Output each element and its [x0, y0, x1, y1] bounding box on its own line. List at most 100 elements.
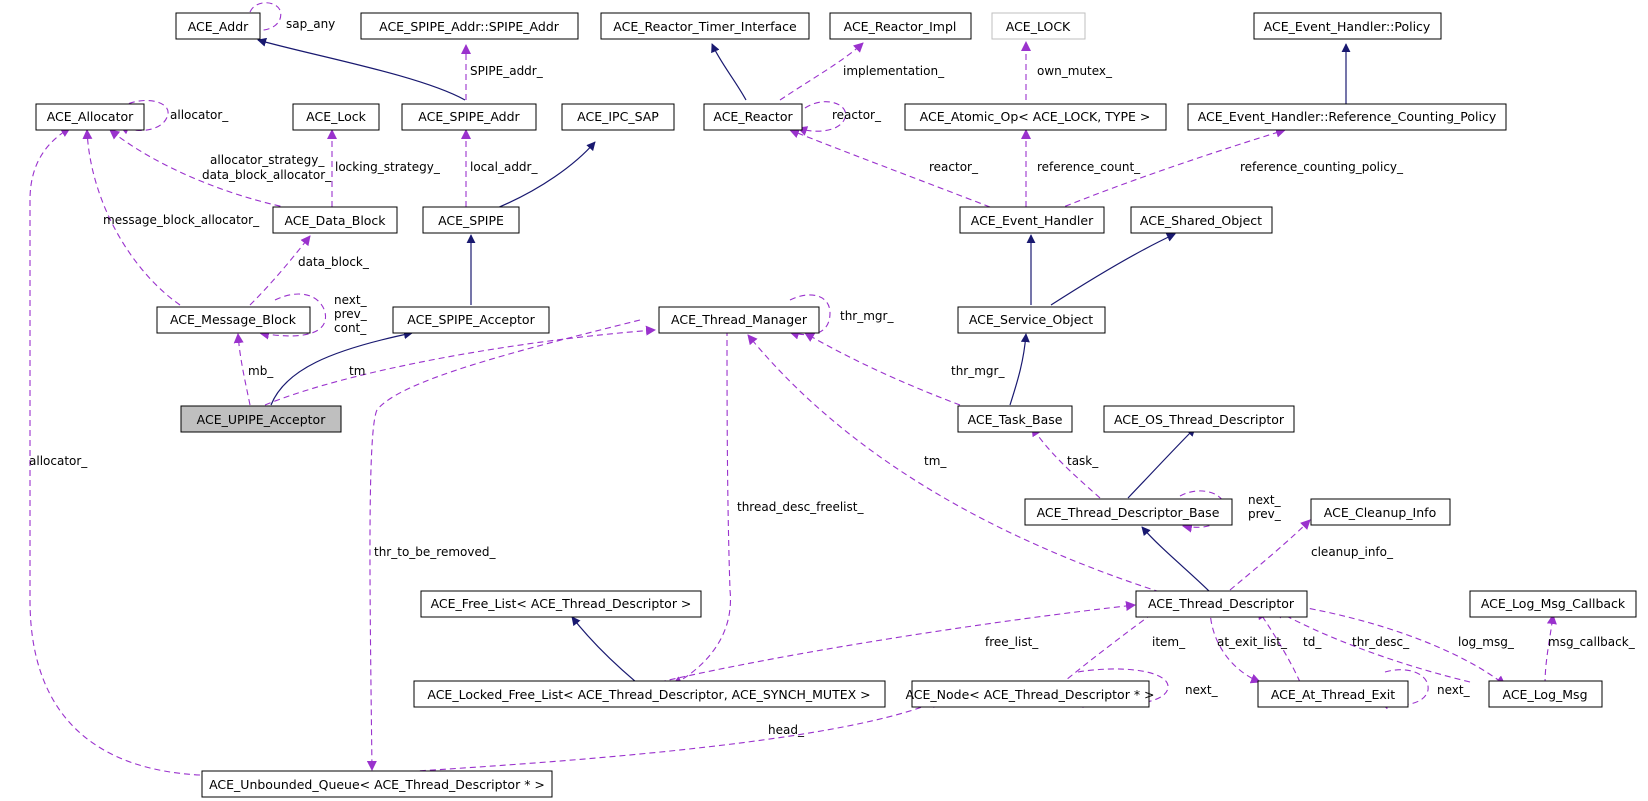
edge-labels: sap_any SPIPE_addr_ implementation_ own_…: [29, 17, 1636, 737]
node-task-base[interactable]: ACE_Task_Base: [957, 405, 1073, 433]
edge-thread-manager-self: [789, 294, 831, 340]
node-at-thread-exit[interactable]: ACE_At_Thread_Exit: [1257, 680, 1409, 708]
edge-spipe-addr-to-addr: [257, 37, 466, 101]
node-label: ACE_SPIPE_Addr::SPIPE_Addr: [379, 19, 560, 34]
edge-log-msg-thr-desc: [1274, 609, 1471, 683]
node-reactor-impl[interactable]: ACE_Reactor_Impl: [829, 12, 972, 40]
label-task: task_: [1067, 454, 1099, 468]
edge-event-handler-policy: [1055, 127, 1286, 211]
node-label: ACE_Thread_Descriptor: [1148, 596, 1295, 611]
edge-log-msg-callback: [1544, 614, 1557, 686]
edge-queue-head: [399, 699, 941, 773]
edge-reactor-implementation: [779, 42, 864, 101]
node-allocator[interactable]: ACE_Allocator: [35, 103, 145, 131]
node-locked-free-list[interactable]: ACE_Locked_Free_List< ACE_Thread_Descrip…: [413, 680, 886, 708]
node-log-msg-callback[interactable]: ACE_Log_Msg_Callback: [1469, 590, 1637, 618]
edge-locked-free-list-to-free-list: [571, 616, 637, 683]
label-reactor-eh: reactor_: [929, 160, 979, 174]
node-spipe-addr[interactable]: ACE_SPIPE_Addr: [401, 103, 537, 131]
label-next-node: next_: [1185, 683, 1219, 697]
node-atomic-op[interactable]: ACE_Atomic_Op< ACE_LOCK, TYPE >: [904, 103, 1167, 131]
edge-message-block-data-block: [249, 235, 311, 306]
edge-service-object-to-shared-object: [1050, 233, 1176, 306]
node-ace-addr[interactable]: ACE_Addr: [175, 12, 261, 40]
node-upipe-acceptor[interactable]: ACE_UPIPE_Acceptor: [180, 405, 342, 433]
node-label: ACE_SPIPE: [438, 213, 504, 228]
node-cleanup-info[interactable]: ACE_Cleanup_Info: [1310, 498, 1451, 526]
label-reference-count: reference_count_: [1037, 160, 1141, 174]
edge-thr-to-be-removed: [366, 319, 641, 771]
node-thread-descriptor-base[interactable]: ACE_Thread_Descriptor_Base: [1024, 498, 1233, 526]
edge-message-block-self: [259, 293, 327, 340]
label-tm-desc: tm_: [924, 454, 947, 468]
edge-data-block-allocator: [109, 129, 301, 211]
label-implementation: implementation_: [843, 64, 945, 78]
node-spipe-addr-spipe-addr[interactable]: ACE_SPIPE_Addr::SPIPE_Addr: [360, 12, 579, 40]
node-label: ACE_Atomic_Op< ACE_LOCK, TYPE >: [920, 109, 1151, 124]
label-spipe-addr: SPIPE_addr_: [470, 64, 544, 78]
node-label: ACE_Node< ACE_Thread_Descriptor * >: [905, 687, 1154, 702]
node-label: ACE_IPC_SAP: [577, 109, 659, 124]
node-event-handler-policy[interactable]: ACE_Event_Handler::Policy: [1253, 12, 1442, 40]
node-data-block[interactable]: ACE_Data_Block: [272, 206, 398, 234]
node-log-msg[interactable]: ACE_Log_Msg: [1488, 680, 1603, 708]
edge-addr-sap-any: [249, 2, 282, 37]
label-prev-mb: prev_: [334, 307, 368, 321]
node-service-object[interactable]: ACE_Service_Object: [957, 306, 1106, 334]
node-label: ACE_LOCK: [1006, 19, 1071, 34]
edge-locked-free-list-free-list: [659, 601, 1136, 683]
node-label: ACE_Allocator: [47, 109, 134, 124]
inheritance-edges: [257, 37, 1351, 683]
edge-td-cleanup-info: [1229, 519, 1311, 591]
node-ace-node[interactable]: ACE_Node< ACE_Thread_Descriptor * >: [905, 680, 1155, 708]
node-shared-object[interactable]: ACE_Shared_Object: [1130, 206, 1273, 234]
node-message-block[interactable]: ACE_Message_Block: [156, 306, 311, 334]
node-label: ACE_Log_Msg_Callback: [1481, 596, 1626, 611]
edge-event-handler-reactor: [789, 128, 991, 208]
edge-upipe-tm: [264, 325, 656, 406]
label-message-block-allocator: message_block_allocator_: [103, 213, 260, 227]
node-spipe-acceptor[interactable]: ACE_SPIPE_Acceptor: [392, 306, 550, 334]
edge-spipe-to-ipc-sap: [496, 141, 596, 209]
edge-reactor-self: [797, 101, 847, 136]
node-ipc-sap[interactable]: ACE_IPC_SAP: [561, 103, 675, 131]
node-label: ACE_Message_Block: [170, 312, 297, 327]
edge-upipe-acceptor-to-spipe-acceptor: [270, 330, 413, 406]
label-sap-any: sap_any: [286, 17, 335, 31]
node-event-handler[interactable]: ACE_Event_Handler: [959, 206, 1105, 234]
label-next-ate: next_: [1437, 683, 1471, 697]
label-next-tdb: next_: [1248, 493, 1282, 507]
label-thr-mgr-self: thr_mgr_: [840, 309, 894, 323]
node-unbounded-queue[interactable]: ACE_Unbounded_Queue< ACE_Thread_Descript…: [201, 770, 553, 798]
node-spipe[interactable]: ACE_SPIPE: [422, 206, 520, 234]
node-reactor-timer-interface[interactable]: ACE_Reactor_Timer_Interface: [600, 12, 810, 40]
edge-upipe-mb: [233, 333, 251, 406]
node-label: ACE_Event_Handler: [971, 213, 1094, 228]
node-ace-lock[interactable]: ACE_Lock: [292, 103, 380, 131]
node-ref-counting-policy[interactable]: ACE_Event_Handler::Reference_Counting_Po…: [1187, 103, 1507, 131]
edge-queue-allocator: [29, 127, 201, 776]
label-head: head_: [768, 723, 805, 737]
node-label: ACE_Log_Msg: [1502, 687, 1587, 702]
label-locking-strategy: locking_strategy_: [335, 160, 441, 174]
node-label: ACE_Data_Block: [284, 213, 386, 228]
node-reactor[interactable]: ACE_Reactor: [703, 103, 803, 131]
label-tm-upipe: tm: [349, 364, 365, 378]
node-label: ACE_SPIPE_Acceptor: [407, 312, 535, 327]
node-label: ACE_Task_Base: [968, 412, 1063, 427]
label-reference-counting-policy: reference_counting_policy_: [1240, 160, 1404, 174]
node-ace-lock-template[interactable]: ACE_LOCK: [991, 12, 1086, 40]
node-label: ACE_Addr: [188, 19, 249, 34]
node-os-thread-descriptor[interactable]: ACE_OS_Thread_Descriptor: [1103, 405, 1295, 433]
edge-td-to-tdb: [1141, 526, 1211, 593]
edge-node-item: [1059, 607, 1161, 686]
label-td: td_: [1303, 635, 1322, 649]
node-thread-manager[interactable]: ACE_Thread_Manager: [658, 306, 820, 334]
node-label: ACE_Thread_Descriptor_Base: [1037, 505, 1220, 520]
label-cleanup-info: cleanup_info_: [1311, 545, 1394, 559]
node-label: ACE_Locked_Free_List< ACE_Thread_Descrip…: [427, 687, 870, 702]
node-thread-descriptor[interactable]: ACE_Thread_Descriptor: [1135, 590, 1308, 618]
node-label: ACE_Thread_Manager: [671, 312, 808, 327]
node-free-list[interactable]: ACE_Free_List< ACE_Thread_Descriptor >: [420, 590, 702, 618]
